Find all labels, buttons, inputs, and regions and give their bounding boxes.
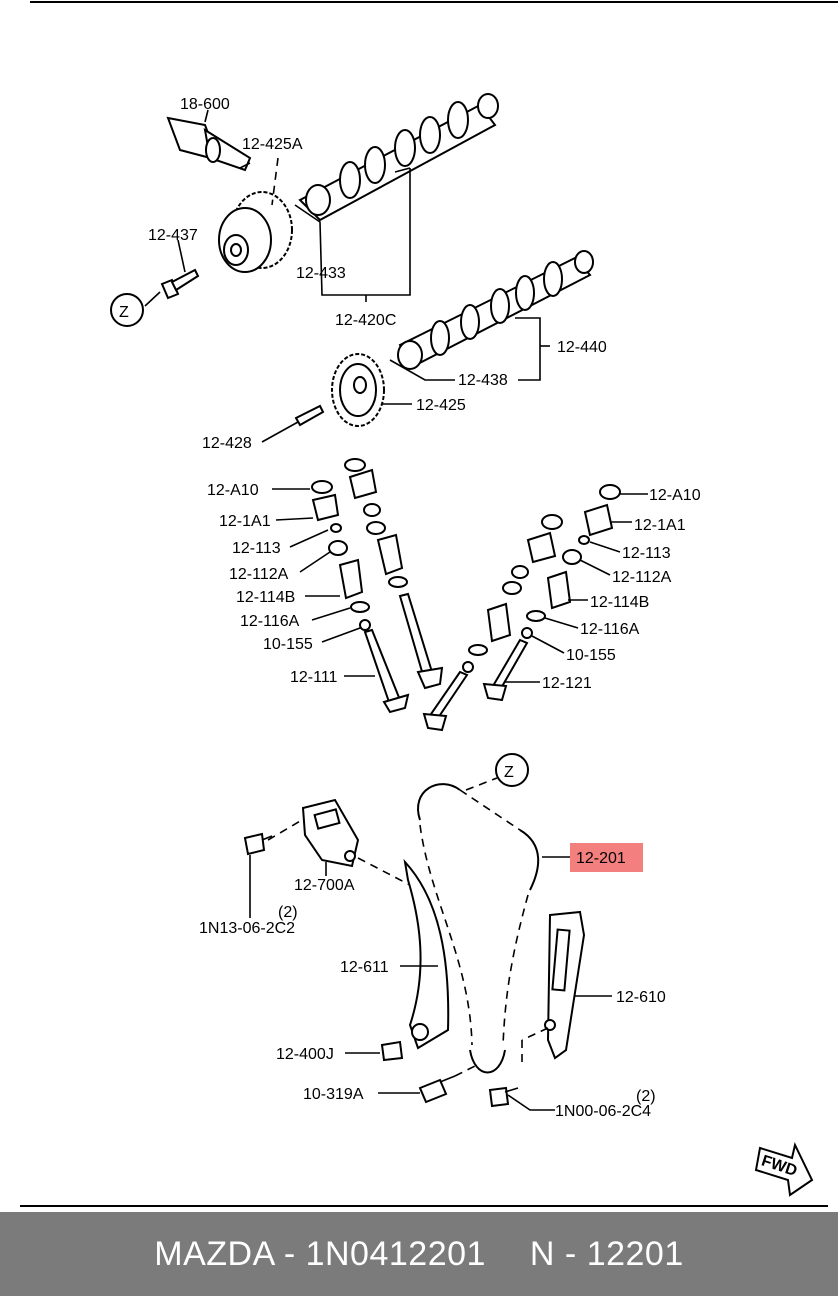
label-1N13-06-2C2: 1N13-06-2C2 [199, 920, 295, 937]
label-1N00-qty: (2) [636, 1088, 656, 1105]
exhaust-camshaft [298, 93, 499, 222]
label-12-112A-left: 12-112A [229, 566, 289, 583]
label-z-mid: Z [504, 764, 514, 781]
tensioner-arm [403, 858, 450, 1050]
intake-camshaft [397, 250, 594, 370]
label-12-420C: 12-420C [335, 312, 396, 329]
label-12-116A-right: 12-116A [580, 621, 640, 638]
label-12-438: 12-438 [458, 372, 508, 389]
pin-12-400J [380, 1040, 404, 1062]
chain-guide [544, 910, 586, 1060]
label-12-A10-left: 12-A10 [207, 482, 259, 499]
label-12-425A: 12-425A [242, 136, 303, 153]
label-12-201: 12-201 [576, 850, 626, 867]
bolt-1N00 [488, 1086, 519, 1108]
target-part-highlight [570, 843, 643, 872]
valve-train-right [422, 484, 621, 732]
label-12-111: 12-111 [290, 669, 338, 686]
label-10-155-left: 10-155 [263, 636, 313, 653]
chain-tensioner [301, 798, 360, 868]
label-12-425: 12-425 [416, 397, 466, 414]
label-12-428: 12-428 [202, 435, 252, 452]
label-12-A10-right: 12-A10 [649, 487, 701, 504]
label-1N00-06-2C4: 1N00-06-2C4 [555, 1103, 651, 1120]
label-12-1A1-left: 12-1A1 [219, 513, 271, 530]
label-12-116A-left: 12-116A [240, 613, 300, 630]
label-12-114B-right: 12-114B [590, 594, 649, 611]
timing-chain-parts-diagram: 18-600 12-425A 12-437 12-433 12-420C 12-… [20, 1, 838, 1207]
footer-reference: N - 12201 [529, 1234, 684, 1273]
label-12-700A: 12-700A [294, 877, 355, 894]
label-12-440: 12-440 [557, 339, 607, 356]
intake-sprocket [331, 353, 385, 427]
label-12-437: 12-437 [148, 227, 198, 244]
label-12-113-left: 12-113 [232, 540, 281, 557]
forward-arrow [754, 1142, 814, 1197]
label-12-433: 12-433 [296, 265, 346, 282]
label-12-1A1-right: 12-1A1 [634, 517, 686, 534]
timing-chain [417, 783, 540, 1074]
valve-train-left [311, 458, 444, 714]
reference-z-mid [495, 753, 529, 787]
label-10-319A: 10-319A [303, 1086, 364, 1103]
bolt-12-428 [294, 404, 325, 427]
label-12-611: 12-611 [340, 959, 389, 976]
label-12-400J: 12-400J [276, 1046, 334, 1063]
reference-z-top [110, 293, 144, 327]
bolt-12-437 [160, 268, 200, 300]
label-1N13-qty: (2) [278, 904, 298, 921]
label-12-113-right: 12-113 [622, 545, 671, 562]
label-12-112A-right: 12-112A [612, 569, 672, 586]
label-18-600: 18-600 [180, 96, 230, 113]
label-12-114B-left: 12-114B [236, 589, 295, 606]
part-number-footer: MAZDA - 1N0412201 N - 12201 [0, 1212, 838, 1296]
label-10-155-right: 10-155 [566, 647, 616, 664]
bolt-10-319A [418, 1075, 456, 1104]
footer-brand-part: MAZDA - 1N0412201 [154, 1234, 486, 1273]
vvt-sprocket [218, 191, 293, 273]
part-labels: 18-600 12-425A 12-437 12-433 12-420C 12-… [119, 96, 799, 1180]
label-z-top: Z [119, 304, 129, 321]
oil-control-solenoid [166, 116, 252, 172]
label-12-610: 12-610 [616, 989, 666, 1006]
label-12-121: 12-121 [542, 675, 592, 692]
bolt-1N13 [243, 832, 273, 856]
